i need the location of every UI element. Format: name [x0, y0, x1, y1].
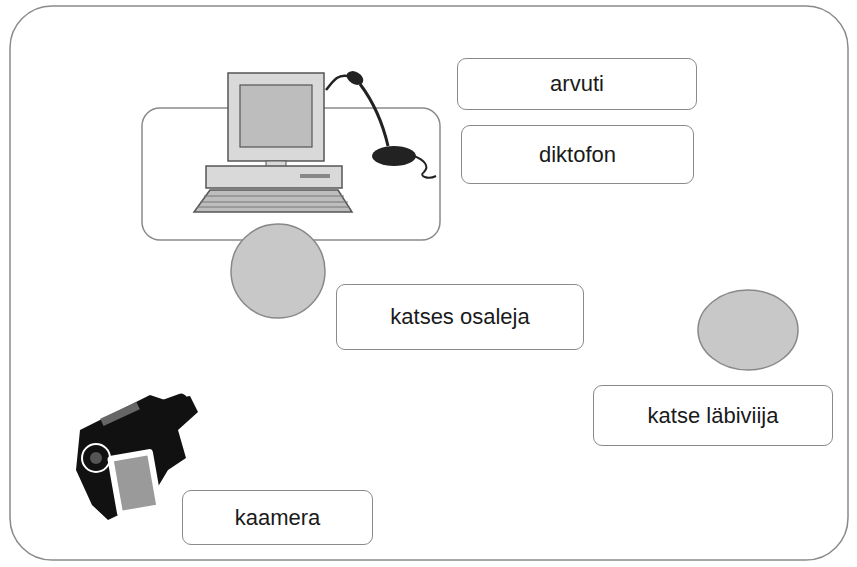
label-text: katses osaleja [390, 304, 529, 330]
label-text: arvuti [550, 71, 604, 97]
label-text: kaamera [235, 505, 321, 531]
label-box: diktofon [461, 125, 694, 184]
camera-icon [76, 392, 198, 520]
label-box: katse läbiviija [593, 385, 833, 446]
label-box: katses osaleja [336, 284, 584, 350]
participant-circle [231, 224, 325, 318]
experimenter-circle [698, 290, 798, 370]
label-text: katse läbiviija [648, 403, 779, 429]
label-text: diktofon [539, 142, 616, 168]
computer-icon [194, 73, 352, 212]
label-box: kaamera [182, 490, 373, 545]
microphone-icon [326, 68, 436, 177]
label-box: arvuti [457, 58, 697, 110]
room-outline [10, 6, 848, 560]
